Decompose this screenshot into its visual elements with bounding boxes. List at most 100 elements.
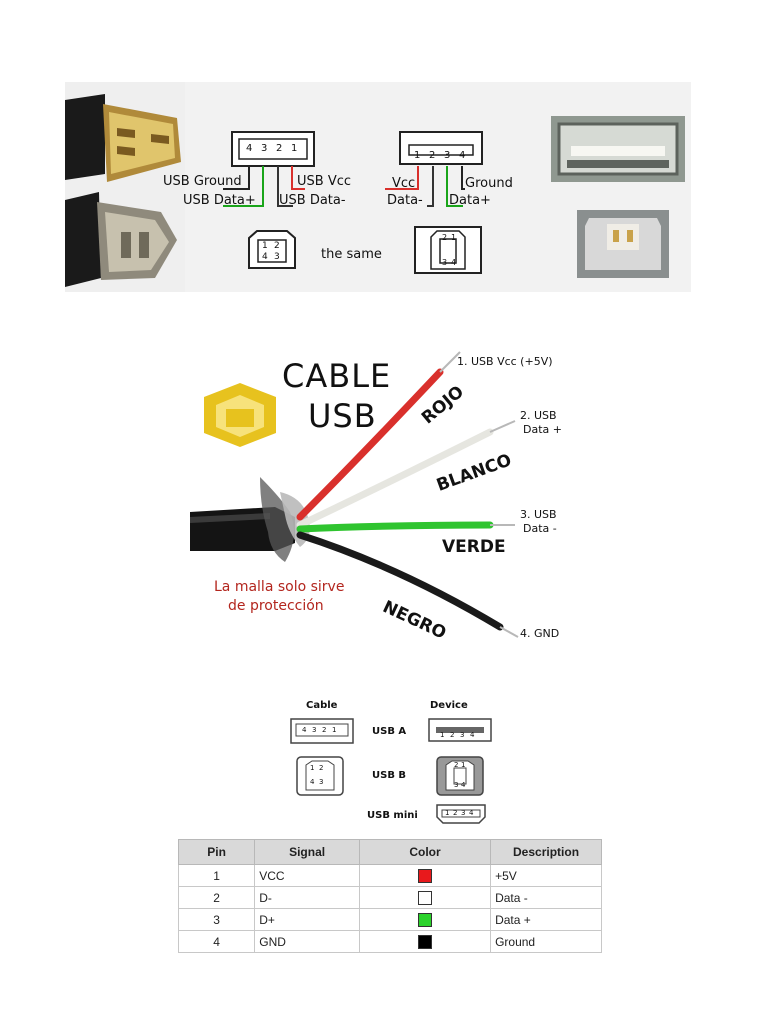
a-cable-pin-2: 2 — [322, 726, 327, 734]
usb-cable-photo: CABLE USB ROJO BLANCO VERDE NEGRO 1. USB… — [190, 347, 575, 652]
cell-color — [358, 908, 492, 931]
cell-pin: 2 — [177, 886, 256, 909]
cell-pin: 1 — [177, 864, 256, 887]
table-header-row: Pin Signal Color Description — [177, 839, 602, 865]
b-cable-pin-2: 2 — [319, 764, 324, 772]
a-cable-pin-3: 3 — [312, 726, 317, 734]
row-label-usb-a: USB A — [372, 726, 407, 737]
b-plug-pin-3: 3 — [274, 252, 280, 262]
color-swatch — [418, 890, 432, 905]
b-device-pin-3: 3 — [454, 781, 459, 789]
a-cable-pin-4: 4 — [302, 726, 307, 734]
usb-b-plug-drawing — [248, 230, 296, 269]
label-usb-ground: USB Ground — [163, 174, 242, 189]
label-vcc: Vcc — [392, 176, 416, 191]
socket-a-pin-2: 2 — [429, 150, 436, 161]
label-data-minus: Data- — [387, 193, 423, 208]
note-line1: La malla solo sirve — [214, 579, 345, 595]
usb-a-cable-icon — [290, 718, 354, 744]
note-line2: de protección — [228, 598, 324, 614]
usb-plugs-photo — [65, 82, 185, 292]
mini-pin-1: 1 — [445, 809, 450, 817]
socket-a-pin-1: 1 — [414, 150, 421, 161]
b-device-pin-4: 4 — [461, 781, 466, 789]
cell-description: Ground — [490, 930, 602, 953]
mini-pin-3: 3 — [461, 809, 466, 817]
pin-label-3-line2: Data - — [523, 522, 557, 535]
header-pin: Pin — [177, 839, 256, 865]
b-plug-pin-2: 2 — [274, 241, 280, 251]
a-device-pin-1: 1 — [440, 731, 445, 739]
b-plug-pin-4: 4 — [262, 252, 268, 262]
pin-label-3-line1: 3. USB — [520, 508, 557, 521]
color-swatch — [418, 934, 432, 949]
usb-b-device-icon — [436, 756, 484, 796]
usb-a-socket-photo — [551, 116, 685, 182]
label-ground: Ground — [465, 176, 513, 191]
label-the-same: the same — [321, 247, 382, 262]
socket-a-pin-3: 3 — [444, 150, 451, 161]
b-plug-pin-1: 1 — [262, 241, 268, 251]
usb-b-socket-drawing — [414, 226, 482, 274]
plug-a-pin-4: 4 — [246, 143, 258, 154]
b-socket-pin-2: 2 — [442, 233, 448, 242]
a-device-pin-4: 4 — [470, 731, 475, 739]
label-data-plus: Data+ — [449, 193, 491, 208]
cell-signal: D- — [254, 886, 360, 909]
header-signal: Signal — [254, 839, 360, 865]
row-label-usb-b: USB B — [372, 770, 407, 781]
pin-label-4: 4. GND — [520, 627, 560, 640]
cell-signal: VCC — [254, 864, 360, 887]
usb-pinout-diagram: 4 3 2 1 1 2 3 4 USB Ground USB Data+ USB… — [65, 82, 691, 292]
usb-a-device-icon — [428, 718, 492, 742]
socket-a-pin-4: 4 — [459, 150, 466, 161]
b-cable-pin-4: 4 — [310, 778, 315, 786]
plug-a-pin-1: 1 — [291, 143, 298, 154]
usb-b-cable-icon — [296, 756, 344, 796]
cell-description: Data + — [490, 908, 602, 931]
color-swatch — [418, 868, 432, 883]
cell-pin: 4 — [177, 930, 256, 953]
a-cable-pin-1: 1 — [332, 726, 337, 734]
usb-mini-icon — [436, 804, 486, 824]
pin-label-2-line2: Data + — [523, 423, 562, 436]
b-device-pin-1: 1 — [461, 761, 466, 769]
wire-label-verde: VERDE — [442, 537, 506, 557]
header-device: Device — [430, 700, 468, 711]
b-cable-pin-3: 3 — [319, 778, 324, 786]
mini-pin-4: 4 — [469, 809, 474, 817]
usb-b-socket-photo — [577, 210, 669, 278]
cell-color — [358, 886, 492, 909]
cell-color — [358, 864, 492, 887]
usb-a-socket-drawing — [399, 131, 483, 165]
header-description: Description — [490, 839, 602, 865]
plug-a-pin-2: 2 — [276, 143, 283, 154]
mini-pin-2: 2 — [453, 809, 458, 817]
pin-leads — [223, 166, 465, 207]
a-device-pin-2: 2 — [450, 731, 455, 739]
cell-color — [358, 930, 492, 953]
cable-title-line1: CABLE — [282, 357, 392, 395]
b-cable-pin-1: 1 — [310, 764, 315, 772]
label-usb-vcc: USB Vcc — [297, 174, 352, 189]
label-usb-data-plus: USB Data+ — [183, 193, 256, 208]
a-device-pin-3: 3 — [460, 731, 465, 739]
cable-illustration — [190, 351, 519, 638]
b-device-pin-2: 2 — [454, 761, 459, 769]
label-usb-data-minus: USB Data- — [279, 193, 346, 208]
b-socket-pin-4: 4 — [451, 258, 457, 267]
cell-description: Data - — [490, 886, 602, 909]
pin-label-1: 1. USB Vcc (+5V) — [457, 355, 553, 368]
connector-types: Cable Device 4 3 2 1 USB A 1 2 3 4 1 2 4… — [280, 698, 500, 828]
b-socket-pin-3: 3 — [442, 258, 448, 267]
pin-label-2-line1: 2. USB — [520, 409, 557, 422]
cable-title-line2: USB — [308, 397, 377, 435]
cell-signal: D+ — [254, 908, 360, 931]
b-socket-pin-1: 1 — [451, 233, 457, 242]
plug-a-pin-3: 3 — [261, 143, 268, 154]
cell-pin: 3 — [177, 908, 256, 931]
